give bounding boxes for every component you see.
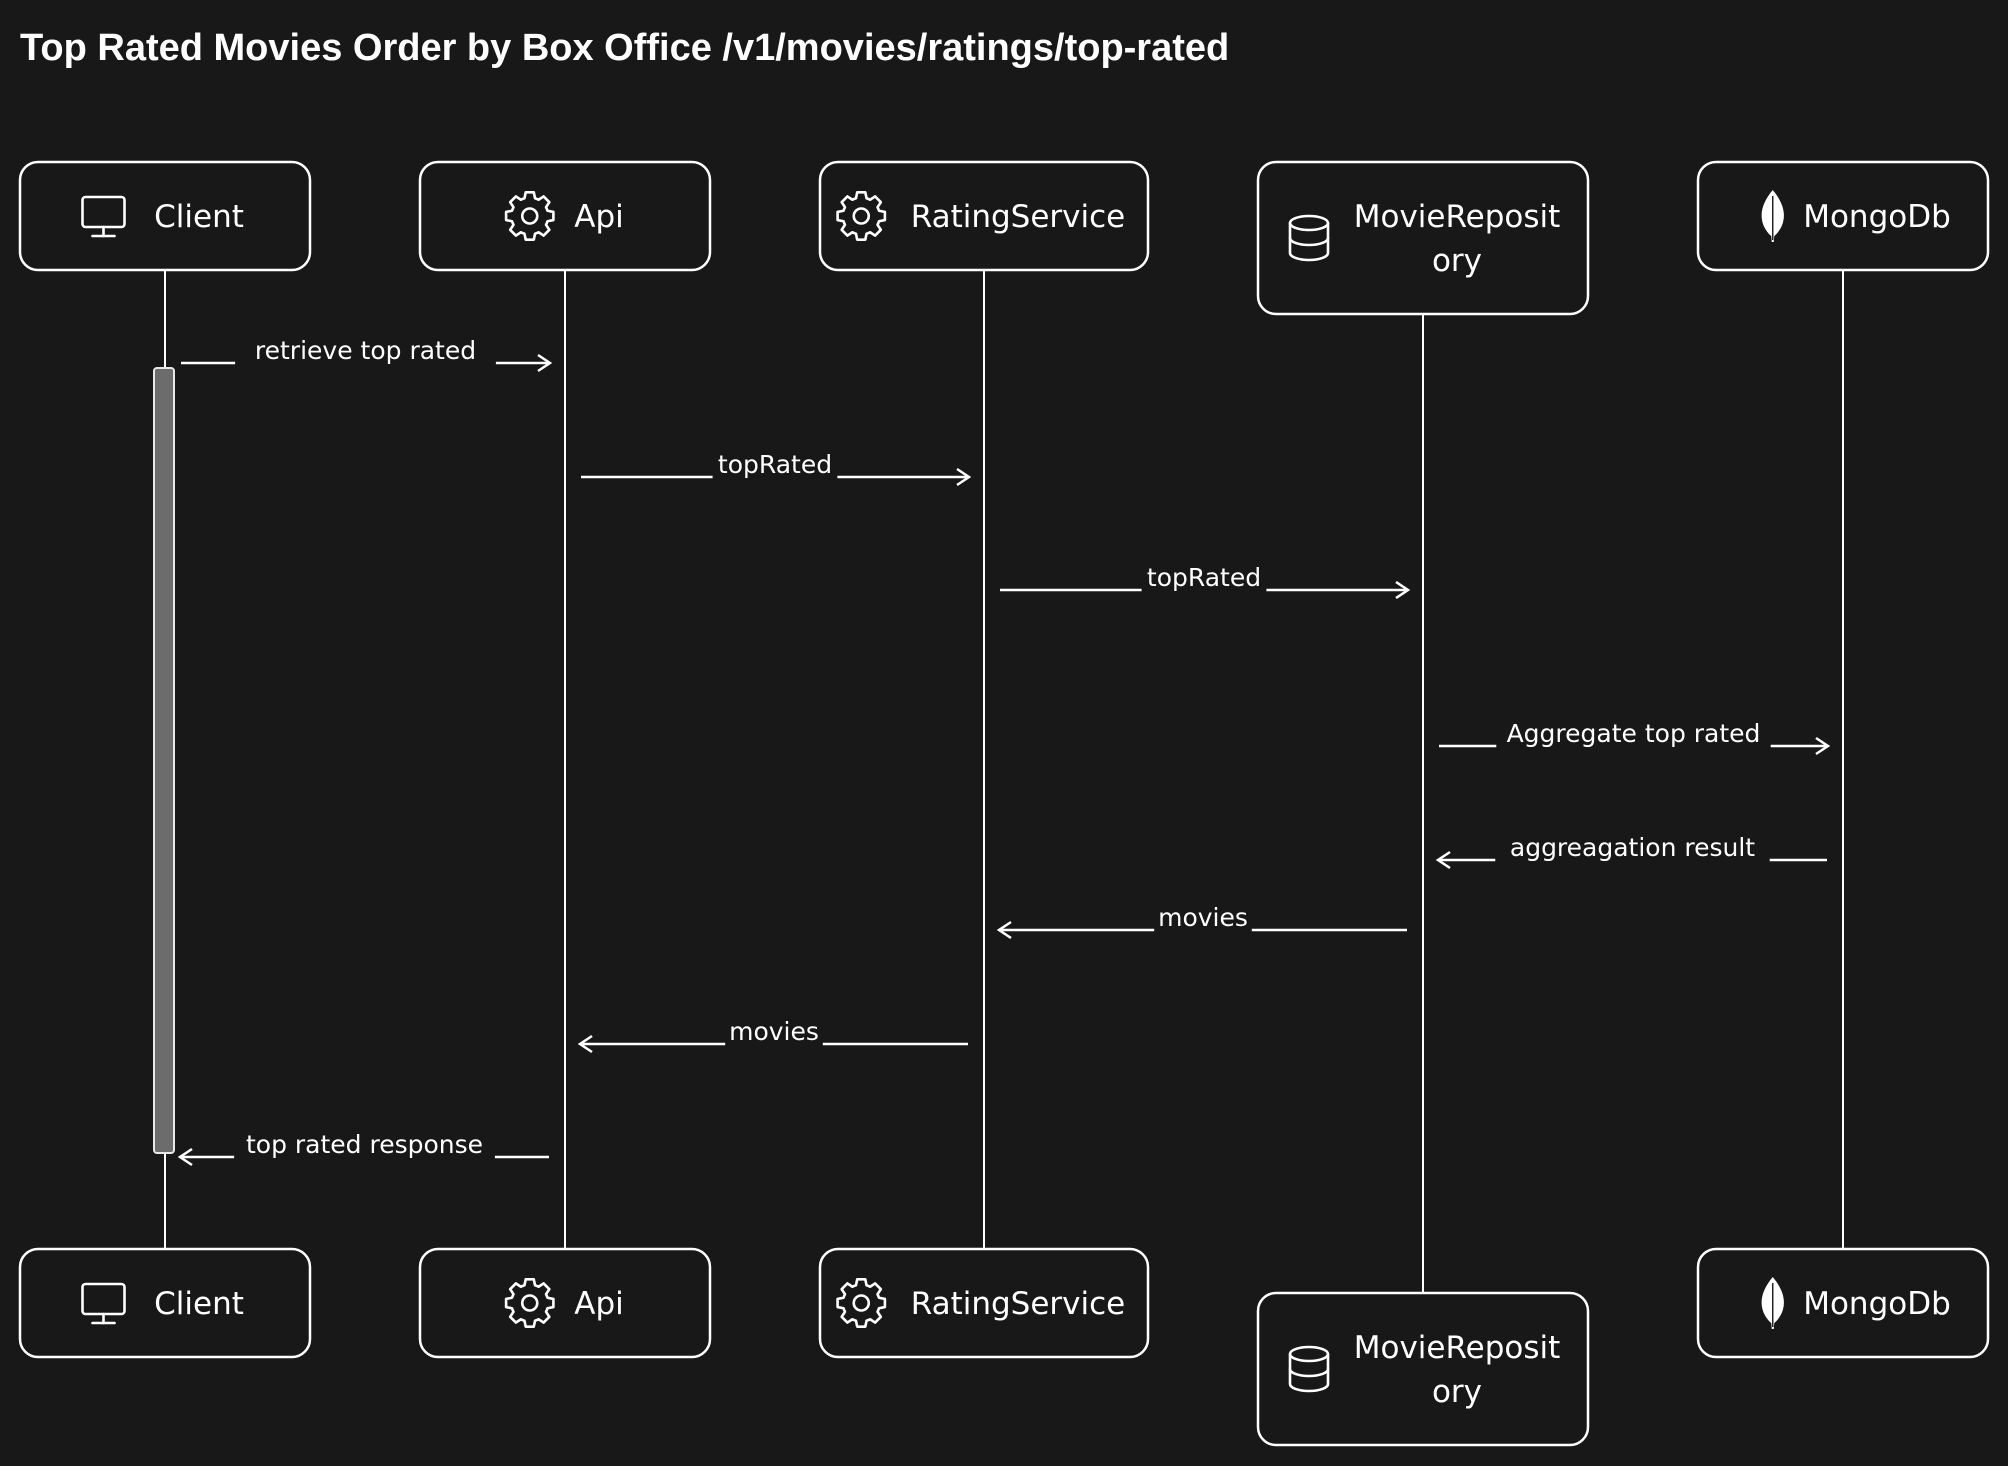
participant-box: [1256, 1291, 1590, 1447]
participant-movie-repository-bottom: MovieReposit ory: [1256, 1291, 1590, 1447]
mongodb-leaf-icon: [1761, 190, 1784, 242]
message-6: movies: [996, 903, 1407, 940]
message-label: retrieve top rated: [255, 336, 476, 365]
message-1: retrieve top rated: [181, 336, 553, 373]
database-icon: [1288, 214, 1330, 262]
message-label: top rated response: [246, 1130, 483, 1159]
participant-client-bottom: Client: [18, 1247, 312, 1359]
participant-box: [418, 160, 712, 272]
participant-name: MongoDb: [1803, 1286, 1951, 1322]
arrowhead: [577, 1034, 593, 1054]
arrowhead: [956, 467, 972, 487]
message-5: aggreagation result: [1435, 833, 1827, 870]
arrowhead: [177, 1147, 193, 1167]
participant-name: Api: [574, 199, 624, 235]
participant-name: MovieReposit: [1354, 1330, 1561, 1366]
participant-api-bottom: Api: [418, 1247, 712, 1359]
participant-name: MongoDb: [1803, 199, 1951, 235]
participant-box: [18, 1247, 312, 1359]
gear-icon: [504, 1278, 555, 1328]
participant-box: [1256, 160, 1590, 316]
mongodb-leaf-icon: [1761, 1277, 1784, 1329]
gear-icon: [836, 1278, 887, 1328]
activation-bars: [153, 367, 175, 1154]
arrowhead: [996, 920, 1012, 940]
monitor-icon: [81, 195, 126, 238]
message-label: Aggregate top rated: [1507, 719, 1761, 748]
participant-name: ory: [1432, 243, 1482, 279]
participant-movie-repository-top: MovieReposit ory: [1256, 160, 1590, 316]
participant-name: ory: [1432, 1374, 1482, 1410]
diagram-title: Top Rated Movies Order by Box Office /v1…: [20, 27, 1229, 69]
arrowhead: [537, 353, 553, 373]
participant-box: [1696, 160, 1990, 272]
participant-name: Api: [574, 1286, 624, 1322]
participant-box: [818, 1247, 1150, 1359]
arrowhead: [1815, 736, 1831, 756]
message-label: aggreagation result: [1510, 833, 1755, 862]
message-7: movies: [577, 1017, 968, 1054]
message-label: topRated: [718, 450, 832, 479]
messages: retrieve top rated topRated topRatedAggreg…: [177, 336, 1831, 1167]
participant-api-top: Api: [418, 160, 712, 272]
participant-rating-service-bottom: RatingService: [818, 1247, 1150, 1359]
message-label: movies: [1158, 903, 1248, 932]
participant-box: [1696, 1247, 1990, 1359]
gear-icon: [504, 191, 555, 241]
participant-mongodb-bottom: MongoDb: [1696, 1247, 1990, 1359]
message-label: movies: [729, 1017, 819, 1046]
participant-rating-service-top: RatingService: [818, 160, 1150, 272]
message-3: topRated: [1000, 563, 1411, 600]
arrowhead: [1395, 580, 1411, 600]
participant-name: RatingService: [911, 1286, 1126, 1322]
database-icon: [1288, 1345, 1330, 1393]
message-4: Aggregate top rated: [1439, 719, 1831, 756]
participant-name: Client: [154, 199, 244, 235]
participant-box: [818, 160, 1150, 272]
gear-icon: [836, 191, 887, 241]
activation-bar-client: [153, 367, 175, 1154]
message-2: topRated: [581, 450, 972, 487]
arrowhead: [1435, 850, 1451, 870]
message-label: topRated: [1147, 563, 1261, 592]
participant-box: [18, 160, 312, 272]
message-8: top rated response: [177, 1130, 549, 1167]
participant-client-top: Client: [18, 160, 312, 272]
participant-name: MovieReposit: [1354, 199, 1561, 235]
participants-top-row: Client Api RatingService MovieReposit ory Mon…: [18, 160, 1990, 316]
participant-name: RatingService: [911, 199, 1126, 235]
participant-mongodb-top: MongoDb: [1696, 160, 1990, 272]
monitor-icon: [81, 1282, 126, 1325]
participant-name: Client: [154, 1286, 244, 1322]
participant-box: [418, 1247, 712, 1359]
